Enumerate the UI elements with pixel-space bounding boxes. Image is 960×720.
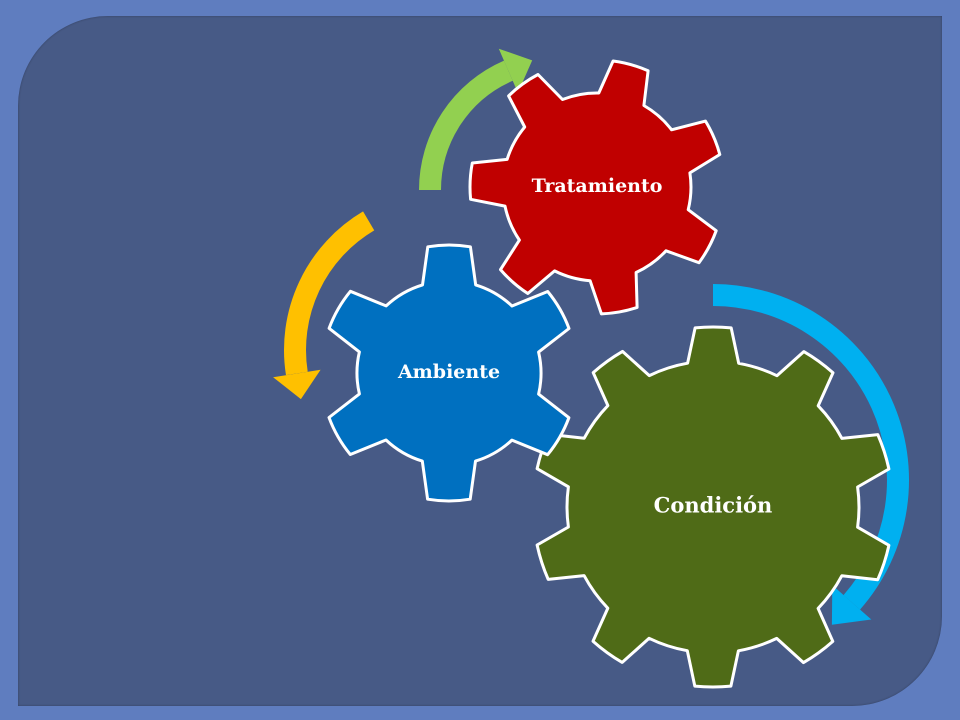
- gear-label-condicion: Condición: [654, 493, 773, 518]
- gear-tratamiento: Tratamiento: [468, 59, 722, 316]
- green-arrow: [419, 48, 533, 191]
- gear-ambiente: Ambiente: [327, 243, 571, 503]
- gear-label-tratamiento: Tratamiento: [532, 175, 663, 197]
- yellow-arrow: [273, 211, 375, 400]
- gear-condicion: Condición: [535, 325, 891, 689]
- gear-label-ambiente: Ambiente: [397, 361, 500, 383]
